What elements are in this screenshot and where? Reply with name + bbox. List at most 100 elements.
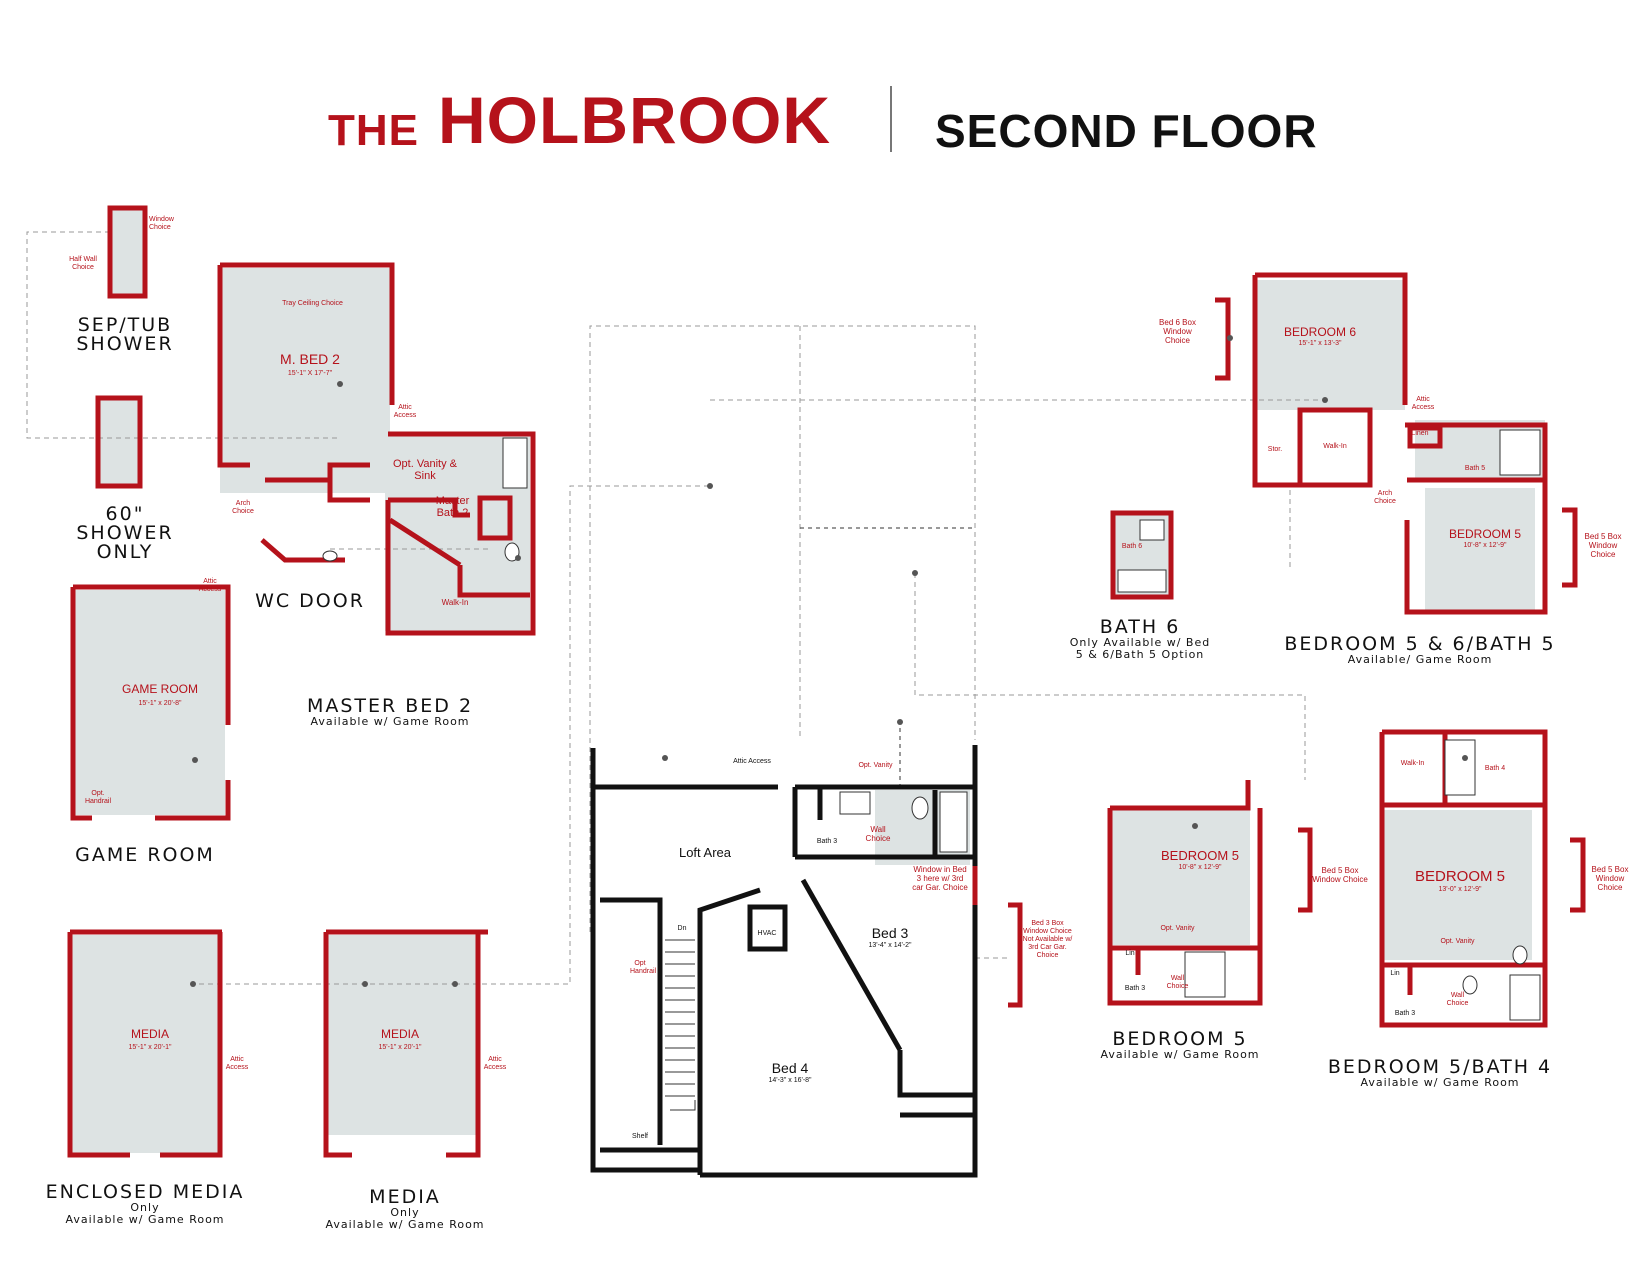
caption-bed5: BEDROOM 5 Available w/ Game Room [1080,1030,1280,1061]
bedroom5-big-wall-choice-label: Wall Choice [1446,992,1469,1007]
bedroom5-opt-label: BEDROOM 5 [1448,527,1521,541]
window-bed3-label: Window in Bed 3 here w/ 3rd car Gar. Cho… [912,865,968,892]
stair-handrail-label: Opt Handrail [630,960,657,975]
bed5-box-window-label: Bed 5 Box Window Choice [1584,532,1622,559]
master-bed2-dim: 15'-1" X 17'-7" [287,370,333,377]
bed4-label: Bed 4 [771,1060,809,1076]
stor-label: Stor. [1267,446,1283,453]
shower60-room [98,400,138,485]
caption-shower60-l2: SHOWER [76,522,174,544]
bed3-dim: 13'-4" x 14'-2" [868,942,912,949]
caption-enclosed-media-text: ENCLOSED MEDIA [45,1181,245,1203]
bed5-arch-choice-label: Arch Choice [1374,490,1396,505]
caption-media-sub1: Only [390,1206,420,1219]
title-divider [890,86,892,152]
wall-choice-label: Wall Choice [865,825,891,843]
caption-bath6-sub1: Only Available w/ Bed [1069,636,1211,649]
enclosed-media-label: MEDIA [130,1027,169,1041]
bedroom5-alt-room [1110,810,1250,945]
enclosed-media-dim: 15'-1" x 20'-1" [128,1044,172,1051]
caption-sep-tub: SEP/TUB SHOWER [60,316,190,354]
caption-bed56: BEDROOM 5 & 6/BATH 5 Available/ Game Roo… [1270,635,1570,666]
bath3-label: Bath 3 [816,838,838,845]
caption-media-sub2: Available w/ Game Room [325,1218,485,1231]
bed5-alt-box-window-label: Bed 5 Box Window Choice [1312,866,1368,884]
caption-master-bed2-text: MASTER BED 2 [306,695,474,717]
bed6-linen-label: Linen [1411,430,1429,437]
bedroom5-big-label: BEDROOM 5 [1414,868,1505,885]
bedroom5-alt-vanity-label: Opt. Vanity [1160,925,1195,932]
caption-bed5bath4-text: BEDROOM 5/BATH 4 [1327,1056,1553,1078]
stair-dn-label: Dn [677,925,687,932]
bedroom5-alt-bath3-label: Bath 3 [1124,985,1146,992]
bedroom5-big-bath3-label: Bath 3 [1394,1010,1416,1017]
half-wall-choice-label: Half Wall Choice [69,256,97,271]
game-room-label: GAME ROOM [121,682,198,696]
loft-attic-access-label: Attic Access [733,758,771,765]
bath5-label: Bath 5 [1464,465,1486,472]
media-dim: 15'-1" x 20'-1" [378,1044,422,1051]
caption-bed5-sub: Available w/ Game Room [1100,1048,1260,1061]
game-attic-access-label: Attic Access [198,578,222,593]
loft-area-label: Loft Area [678,845,732,860]
caption-wc-door-text: WC DOOR [255,590,365,612]
master-bed2-label: M. BED 2 [280,351,340,367]
caption-bed5bath4: BEDROOM 5/BATH 4 Available w/ Game Room [1290,1058,1590,1089]
bedroom6-room [1255,280,1405,410]
bedroom5-alt-lin-label: Lin [1125,950,1135,957]
bed6-attic-access-label: Attic Access [1411,396,1435,411]
floor-title: SECOND FLOOR [935,105,1318,157]
enclosed-media-room [70,935,220,1153]
bedroom5-alt-dim: 10'-8" x 12'-9" [1178,864,1222,871]
bedroom5-opt-room [1425,488,1535,613]
game-room-room [75,590,225,815]
bed5-big-box-window-label: Bed 5 Box Window Choice [1591,865,1629,892]
bedroom5-alt-wall-choice-label: Wall Choice [1166,975,1189,990]
bedroom6-label: BEDROOM 6 [1283,325,1356,339]
bedroom5-bath4-room [1382,810,1532,960]
caption-enclosed-media: ENCLOSED MEDIA Only Available w/ Game Ro… [30,1183,260,1226]
caption-bed56-text: BEDROOM 5 & 6/BATH 5 [1284,633,1556,655]
media-attic-access-label: Attic Access [483,1056,507,1071]
media-label: MEDIA [380,1027,419,1041]
opt-vanity-sink-label: Opt. Vanity & Sink [393,458,457,482]
caption-shower60: 60" SHOWER ONLY [60,505,190,562]
bath6-room-label: Bath 6 [1121,543,1143,550]
caption-enclosed-media-sub1: Only [130,1201,160,1214]
master-bed2-room [220,268,390,493]
caption-bath6-text: BATH 6 [1099,616,1181,638]
opt-vanity-label: Opt. Vanity [858,762,893,769]
bedroom5-big-vanity-label: Opt. Vanity [1440,938,1475,945]
bedroom5-big-dim: 13'-0" x 12'-9" [1438,886,1482,893]
caption-media-text: MEDIA [369,1186,441,1208]
window-choice-label: Window Choice [149,216,174,231]
bedroom5-opt-dim: 10'-8" x 12'-9" [1463,542,1507,549]
opt-handrail-label: Opt. Handrail [84,790,112,805]
walk-in-label: Walk-In [441,598,469,607]
caption-shower60-l1: 60" [105,503,145,525]
caption-shower60-l3: ONLY [96,541,154,563]
caption-master-bed2-sub: Available w/ Game Room [310,715,470,728]
bed3-box-window-label: Bed 3 Box Window Choice Not Available w/… [1022,920,1073,959]
tray-ceiling-label: Tray Ceiling Choice [282,300,343,307]
media-room [328,935,478,1135]
bedroom6-dim: 15'-1" x 13'-3" [1298,340,1342,347]
arch-choice-label: Arch Choice [232,500,254,515]
master-bath2-label: Master Bath 2 [435,495,470,519]
bed4-dim: 14'-3" x 16'-8" [768,1077,812,1084]
caption-bed56-sub: Available/ Game Room [1347,653,1493,666]
plan-name: HOLBROOK [438,83,831,157]
caption-bath6-sub2: 5 & 6/Bath 5 Option [1075,648,1205,661]
bath4-label: Bath 4 [1484,765,1506,772]
attic-access-label: Attic Access [393,404,417,419]
caption-master-bed2: MASTER BED 2 Available w/ Game Room [280,697,500,728]
caption-enclosed-media-sub2: Available w/ Game Room [65,1213,225,1226]
caption-bed5bath4-sub: Available w/ Game Room [1360,1076,1520,1089]
bed6-box-window-label: Bed 6 Box Window Choice [1159,318,1196,345]
hvac-label: HVAC [757,930,777,937]
caption-sep-tub-text: SEP/TUB SHOWER [76,314,174,355]
caption-bath6: BATH 6 Only Available w/ Bed 5 & 6/Bath … [1060,618,1220,661]
bath4-walk-in-label: Walk-In [1400,760,1425,767]
bed3-label: Bed 3 [871,925,909,941]
